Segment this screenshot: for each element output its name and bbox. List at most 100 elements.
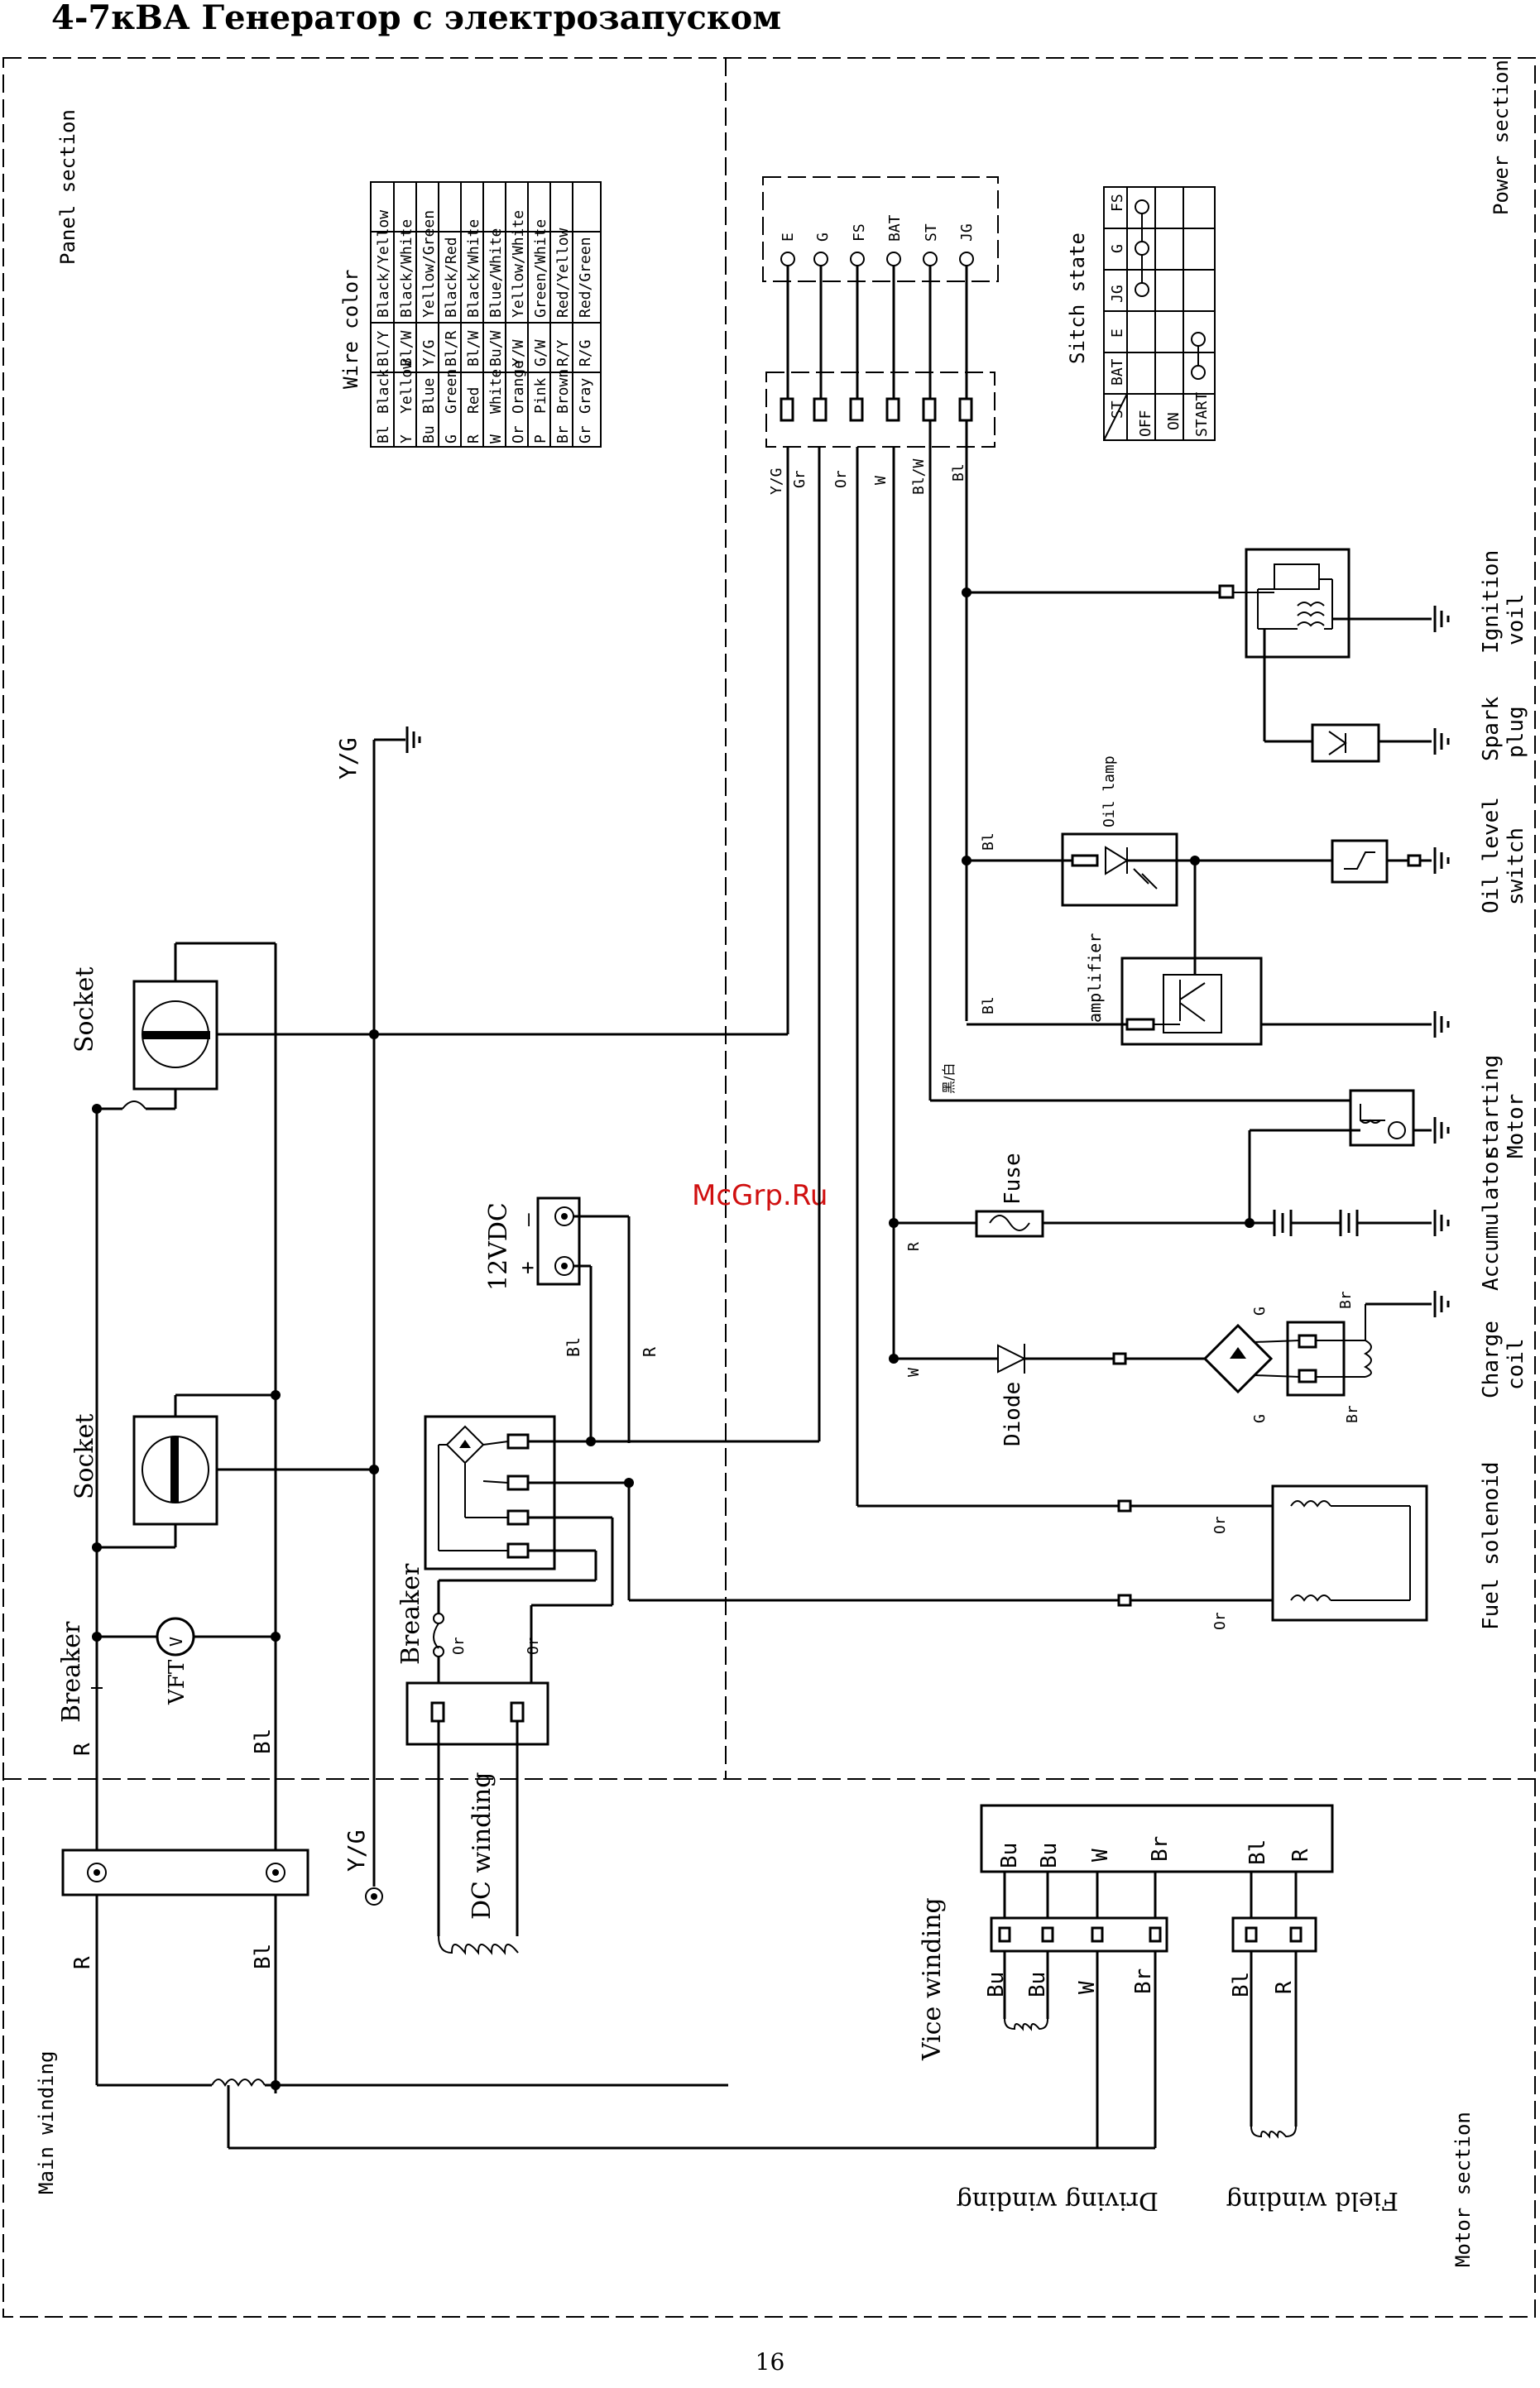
switch-column-label: E: [1109, 328, 1126, 338]
wire-name: Yellow: [398, 360, 415, 414]
wire-code: Br: [554, 425, 572, 444]
wire-tag: Or: [832, 470, 850, 488]
wire-tag-bu: Bu: [997, 1843, 1022, 1868]
watermark: McGrp.Ru: [692, 1179, 828, 1212]
oil-level-switch: Oil level switch: [1331, 797, 1528, 913]
voltmeter-label: VFT: [165, 1659, 190, 1705]
wire-tag-bu: Bu: [1037, 1843, 1062, 1868]
wire-name: Pink: [532, 377, 549, 414]
ground-label-yg-bottom: Y/G: [343, 1829, 370, 1872]
wire-code: G/W: [532, 339, 549, 367]
starting-motor-label-1: starting: [1479, 1055, 1504, 1158]
wire-tag-br: Br: [1131, 1968, 1156, 1994]
wire-tag: W: [872, 476, 890, 485]
wire-tag-bl: Bl: [980, 996, 997, 1014]
wire-tag-or: Or: [450, 1637, 468, 1655]
wire-code: Bu: [420, 425, 438, 444]
control-connector: E G FS BAT ST JG Y/G Gr Or W Bl/W: [762, 176, 999, 495]
socket-lower-label: Socket: [70, 1414, 99, 1499]
wire-code: R/Y: [554, 339, 572, 367]
wire-tag-r: R: [1288, 1849, 1313, 1862]
wire-tag-r: R: [640, 1346, 660, 1357]
field-winding-label: Field winding: [1226, 2186, 1398, 2215]
wire-tag-w: W: [1075, 1981, 1100, 1994]
wire-name: Green: [443, 369, 460, 414]
wire-code: R/G: [577, 339, 594, 367]
wire-tag-w: W: [905, 1368, 923, 1377]
wire-code: R: [465, 434, 482, 444]
wire-tag-br: Br: [1148, 1836, 1173, 1862]
wire-tag-w: W: [1088, 1849, 1113, 1862]
page-number: 16: [755, 2348, 785, 2376]
fuel-solenoid-label: Fuel solenoid: [1479, 1462, 1504, 1631]
wire-tag-g: G: [1251, 1414, 1269, 1423]
wire-tag-bu: Bu: [1025, 1972, 1050, 1997]
dc-plus-label: +: [516, 1261, 540, 1274]
main-winding-label: Main winding: [35, 2051, 58, 2194]
wire-tag-bl: Bl: [564, 1337, 583, 1357]
spark-plug: Spark plug: [1264, 696, 1528, 763]
wire-code: W: [487, 434, 505, 444]
spark-plug-label-1: Spark: [1479, 696, 1504, 761]
wire-tag-bl: Bl: [980, 832, 997, 851]
socket-upper-label: Socket: [70, 967, 99, 1053]
wire-code: Bl/R: [443, 330, 460, 367]
vice-winding-board: [980, 1804, 1334, 1873]
switch-column-label: G: [1109, 244, 1126, 253]
connector-pin-label: E: [780, 233, 797, 242]
wire-tag-br: Br: [1337, 1291, 1355, 1309]
wire-tag-r: R: [1272, 1981, 1297, 1994]
switch-state-table-title: Sitch state: [1066, 233, 1089, 364]
oil-level-switch-label-1: Oil level: [1479, 797, 1504, 913]
accumulator-label: Accumulator: [1479, 1148, 1504, 1291]
dc-minus-label: –: [516, 1213, 540, 1226]
wire-name: Green/White: [532, 219, 549, 318]
ignition-coil-label-1: Ignition: [1479, 550, 1504, 654]
page-title: 4-7кВА Генератор с электрозапуском: [51, 0, 782, 37]
wire-code: Y: [398, 434, 415, 444]
driving-winding-label: Driving winding: [956, 2186, 1159, 2215]
diode-label: Diode: [1000, 1382, 1025, 1446]
wire-tag-r: R: [70, 1956, 95, 1969]
switch-column-label: BAT: [1109, 358, 1126, 386]
accumulator-circuit: Fuse R Accumulator: [892, 447, 1504, 1359]
switch-row-label: OFF: [1137, 410, 1154, 437]
oil-lamp: Oil lamp Bl: [967, 755, 1332, 907]
section-label-panel: Panel section: [56, 109, 79, 265]
wire-code: Bl/W: [465, 330, 482, 367]
ignition-coil: Ignition voil: [965, 420, 1528, 1021]
switch-column-label: ST: [1109, 400, 1126, 419]
oil-level-switch-label-2: switch: [1504, 827, 1528, 905]
wire-tag-bl: Bl: [251, 1944, 276, 1969]
switch-state-table: Sitch state ST BAT E JG G FS OFF ON STAR…: [1066, 186, 1216, 441]
wire-name: Brown: [554, 369, 572, 414]
amplifier-label: amplifier: [1085, 933, 1105, 1023]
wire-code: G: [443, 434, 460, 444]
wire-code: Bl/Y: [375, 330, 392, 367]
switch-row-label: START: [1193, 392, 1211, 437]
wire-code: Bl/W: [398, 330, 415, 367]
wire-tag-bl: Bl: [1245, 1839, 1270, 1865]
connector-pin-label: JG: [958, 223, 976, 242]
rectifier-block: [424, 447, 821, 1696]
starting-motor-bl-w-tag: 黑/白: [941, 1063, 957, 1094]
wire-tag: Y/G: [768, 468, 785, 495]
wire-name: Yellow/White: [510, 210, 527, 318]
voltmeter-symbol: V: [166, 1637, 186, 1647]
section-label-motor: Motor section: [1451, 2112, 1475, 2267]
wire-name: Black/White: [398, 219, 415, 318]
wire-code: P: [532, 434, 549, 444]
wire-name: Black/White: [465, 219, 482, 318]
wire-code: Gr: [577, 425, 594, 444]
connector-pin-label: G: [814, 233, 832, 242]
charge-coil-label-2: coil: [1504, 1338, 1528, 1390]
fuse-label: Fuse: [1000, 1153, 1025, 1205]
wire-color-table-title: Wire color: [339, 270, 362, 390]
charge-coil-label-1: Charge: [1479, 1321, 1504, 1398]
section-label-power: Power section: [1490, 60, 1513, 215]
wire-tag-or: Or: [525, 1637, 542, 1655]
wire-tag-bl: Bl: [1229, 1972, 1254, 1997]
amplifier: amplifier Bl: [967, 861, 1450, 1046]
wire-tag-bl: Bl: [251, 1729, 276, 1754]
